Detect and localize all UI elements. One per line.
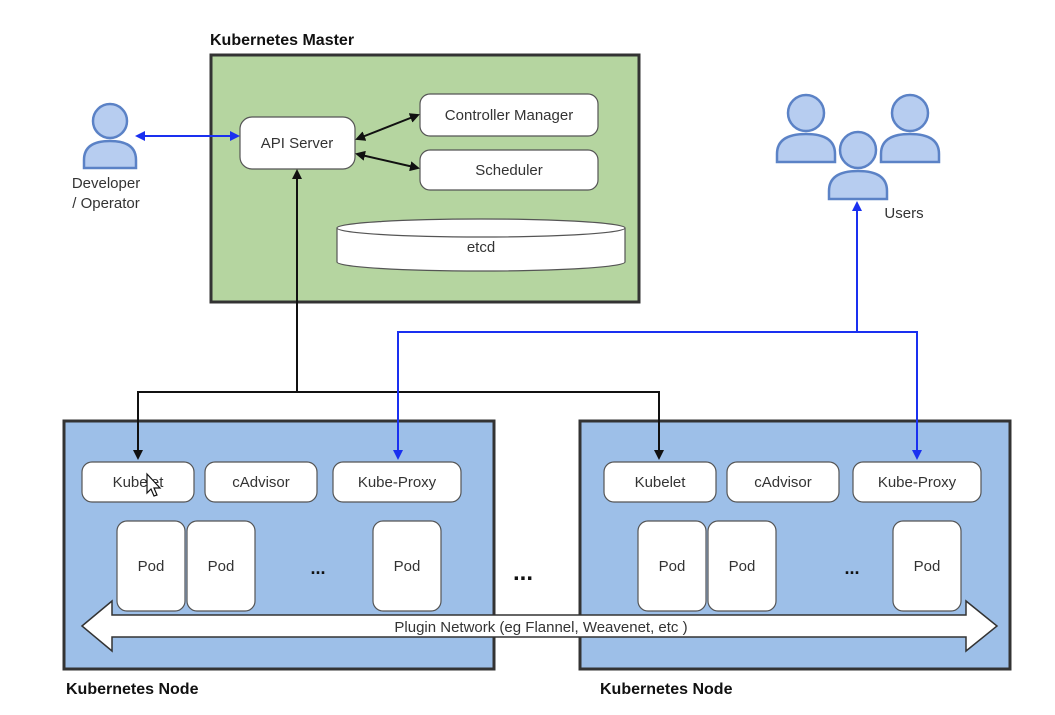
node-right-pod-2: Pod (707, 520, 777, 612)
node-right-pods-ellipsis: ... (844, 558, 859, 578)
developer-label-line1: Developer (72, 175, 140, 192)
between-nodes-ellipsis: ... (513, 559, 533, 586)
etcd-cylinder: etcd (336, 218, 626, 272)
node-left-pod-2-label: Pod (208, 558, 235, 575)
node-right-pod-2-label: Pod (729, 558, 756, 575)
users-icon (775, 93, 941, 201)
developer-person-icon (82, 102, 138, 170)
controller-manager-label: Controller Manager (445, 107, 573, 124)
api-server-label: API Server (261, 135, 334, 152)
node-right-cadvisor-label: cAdvisor (754, 474, 812, 491)
node-left-pods-ellipsis: ... (310, 558, 325, 578)
node-right-title: Kubernetes Node (600, 681, 733, 698)
node-left-kube-proxy-label: Kube-Proxy (358, 474, 437, 491)
plugin-network-label: Plugin Network (eg Flannel, Weavenet, et… (394, 619, 687, 636)
node-left-title: Kubernetes Node (66, 681, 199, 698)
etcd-label: etcd (467, 239, 495, 256)
node-right-pod-1: Pod (637, 520, 707, 612)
scheduler-box: Scheduler (419, 149, 599, 191)
node-right-kube-proxy-label: Kube-Proxy (878, 474, 957, 491)
master-title: Kubernetes Master (210, 32, 354, 49)
node-right-pod-3-label: Pod (914, 558, 941, 575)
node-right-kubelet-label: Kubelet (635, 474, 687, 491)
plugin-network-arrow: Plugin Network (eg Flannel, Weavenet, et… (80, 599, 999, 653)
scheduler-label: Scheduler (475, 162, 543, 179)
node-right-pod-3: Pod (892, 520, 962, 612)
node-right-kubelet-box: Kubelet (603, 461, 717, 503)
developer-label-line2: / Operator (72, 195, 140, 212)
node-left-kube-proxy-box: Kube-Proxy (332, 461, 462, 503)
api-scheduler-arrow (355, 150, 420, 172)
node-left-cadvisor-label: cAdvisor (232, 474, 290, 491)
node-left-cadvisor-box: cAdvisor (204, 461, 318, 503)
node-right-cadvisor-box: cAdvisor (726, 461, 840, 503)
node-left-pod-1-label: Pod (138, 558, 165, 575)
api-server-box: API Server (239, 116, 356, 170)
node-right-kube-proxy-box: Kube-Proxy (852, 461, 982, 503)
node-left-kubelet-box: Kubelet (81, 461, 195, 503)
node-left-pod-2: Pod (186, 520, 256, 612)
node-left-pod-1: Pod (116, 520, 186, 612)
node-left-pod-3: Pod (372, 520, 442, 612)
kube-proxy-bus-line (393, 331, 922, 460)
api-controller-arrow (355, 113, 420, 141)
controller-manager-box: Controller Manager (419, 93, 599, 137)
users-label: Users (884, 205, 923, 222)
node-left-pod-3-label: Pod (394, 558, 421, 575)
mouse-cursor-icon (146, 472, 162, 497)
node-right-pod-1-label: Pod (659, 558, 686, 575)
